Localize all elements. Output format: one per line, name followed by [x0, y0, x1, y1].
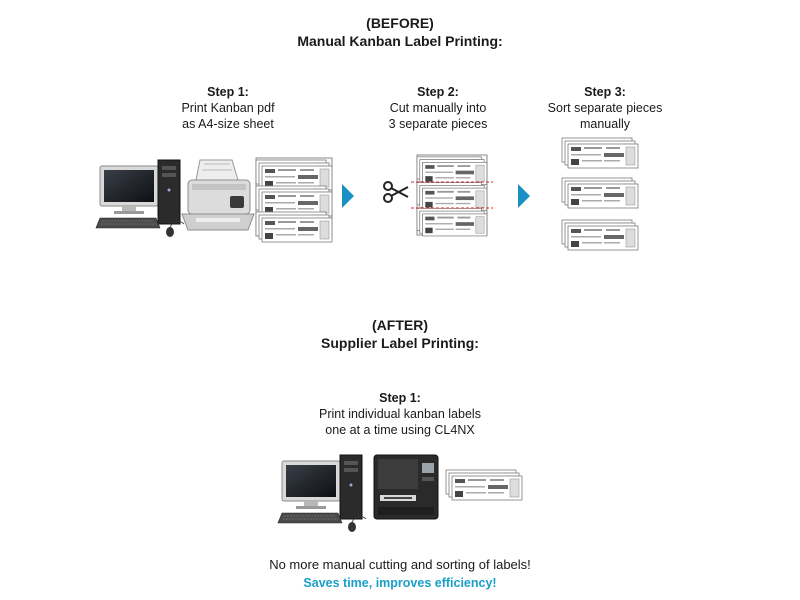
- scanner-printer-icon: [181, 159, 255, 231]
- label-stack-icon: [562, 220, 646, 260]
- footer: No more manual cutting and sorting of la…: [0, 556, 800, 592]
- after-label: (AFTER): [372, 317, 428, 333]
- before-step-1-caption: Step 1: Print Kanban pdf as A4-size shee…: [128, 84, 328, 132]
- step-line: as A4-size sheet: [182, 117, 274, 131]
- before-step-3-caption: Step 3: Sort separate pieces manually: [520, 84, 690, 132]
- before-section-heading: (BEFORE) Manual Kanban Label Printing:: [0, 14, 800, 50]
- label-sheet-icon: [411, 154, 493, 239]
- before-title: Manual Kanban Label Printing:: [297, 33, 503, 49]
- step-line: Print Kanban pdf: [181, 101, 275, 115]
- step-line: one at a time using CL4NX: [325, 423, 475, 437]
- step-title: Step 3:: [584, 85, 626, 99]
- footer-statement: No more manual cutting and sorting of la…: [269, 557, 531, 572]
- after-section-heading: (AFTER) Supplier Label Printing:: [0, 316, 800, 352]
- step-title: Step 1:: [207, 85, 249, 99]
- label-printer-icon: [373, 454, 439, 520]
- after-step-1-caption: Step 1: Print individual kanban labels o…: [280, 390, 520, 438]
- before-label: (BEFORE): [366, 15, 434, 31]
- desktop-computer-icon: [95, 159, 185, 238]
- step-line: Print individual kanban labels: [319, 407, 481, 421]
- step-line: manually: [579, 117, 631, 131]
- label-stack-icon: [562, 138, 646, 178]
- step-line: 3 separate pieces: [388, 117, 488, 131]
- arrow-right-icon: [518, 184, 530, 208]
- desktop-computer-icon: [277, 454, 367, 533]
- footer-tagline: Saves time, improves efficiency!: [303, 576, 497, 590]
- arrow-right-icon: [342, 184, 354, 208]
- after-title: Supplier Label Printing:: [321, 335, 479, 351]
- label-stack-icon: [562, 178, 646, 218]
- step-line: Cut manually into: [389, 101, 487, 115]
- before-step-2-caption: Step 2: Cut manually into 3 separate pie…: [348, 84, 528, 132]
- scissors-icon: [383, 181, 409, 203]
- label-sheet-icon: [255, 157, 333, 238]
- step-line: Sort separate pieces: [547, 101, 663, 115]
- label-stack-icon: [446, 470, 530, 514]
- step-title: Step 2:: [417, 85, 459, 99]
- step-title: Step 1:: [379, 391, 421, 405]
